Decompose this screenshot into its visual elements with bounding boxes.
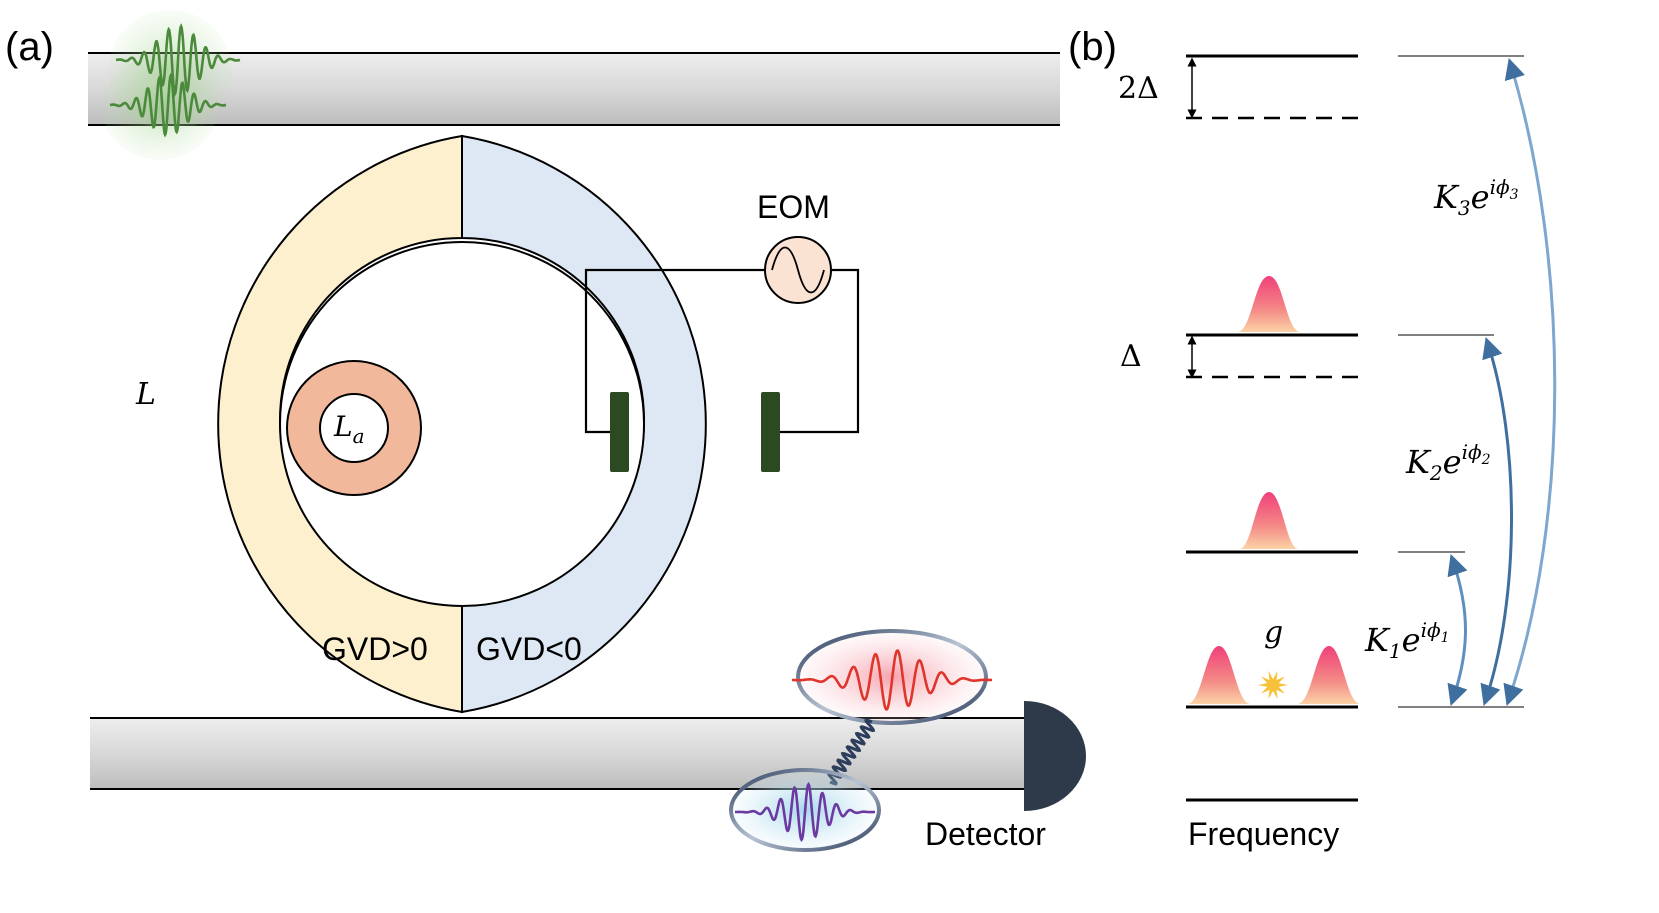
peak-level-0-left	[1188, 646, 1250, 704]
green-pulse-pair	[102, 10, 241, 160]
aux-ring-label: La	[333, 410, 365, 448]
electrode-outer	[761, 392, 780, 472]
peak-level-2	[1238, 276, 1300, 332]
frequency-axis-label: Frequency	[1188, 816, 1339, 852]
k2-label: K2eiϕ2	[1405, 440, 1491, 485]
ring-length-label: L	[135, 377, 156, 412]
k3-label: K3eiϕ3	[1433, 175, 1519, 220]
peak-level-1	[1240, 492, 1298, 549]
coupling-arrow-k1	[1447, 554, 1468, 706]
gvd-positive-half	[217, 134, 463, 714]
main-ring	[217, 134, 707, 714]
panel-a-label: (a)	[5, 25, 54, 69]
delta-label: Δ	[1120, 339, 1142, 374]
coupling-arrow-k3	[1503, 57, 1557, 706]
two-delta-label: 2Δ	[1118, 71, 1159, 106]
reference-lines	[1398, 55, 1524, 708]
panel-b-label: (b)	[1068, 25, 1117, 69]
top-waveguide	[88, 52, 1060, 126]
red-photon-bubble	[792, 629, 992, 725]
eom-circuit: EOM	[584, 189, 860, 472]
energy-levels	[1186, 54, 1358, 802]
detector-icon	[1024, 701, 1086, 811]
gvd-positive-label: GVD>0	[322, 631, 428, 667]
auxiliary-ring: La	[286, 360, 422, 496]
coupling-g-label: g	[1264, 615, 1283, 650]
bottom-waveguide	[90, 717, 1030, 790]
purple-photon-bubble	[729, 768, 881, 852]
interaction-spark-icon	[1258, 670, 1288, 700]
coupling-arrow-k2	[1480, 337, 1513, 706]
gvd-negative-half	[461, 134, 707, 714]
peak-level-0-right	[1298, 646, 1360, 704]
eom-label: EOM	[757, 189, 830, 225]
gvd-negative-label: GVD<0	[476, 631, 582, 667]
photon-peaks	[1188, 276, 1360, 704]
detector-label: Detector	[925, 816, 1046, 852]
electrode-inner	[610, 392, 629, 472]
k1-label: K1eiϕ1	[1364, 618, 1450, 663]
